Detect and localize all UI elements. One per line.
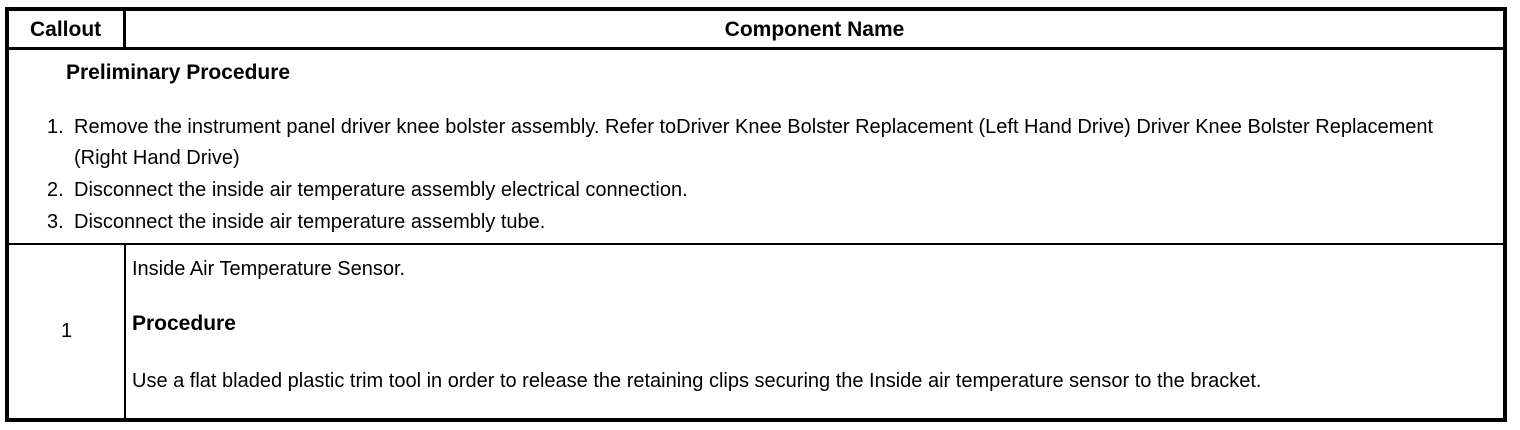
procedure-heading: Procedure [132, 312, 236, 335]
component-name-text: Inside Air Temperature Sensor. [132, 258, 406, 280]
procedure-description-text: Use a flat bladed plastic trim tool in o… [132, 370, 1262, 392]
preliminary-procedure-title: Preliminary Procedure [66, 61, 291, 84]
table-row: 1 Inside Air Temperature Sensor. Procedu… [9, 245, 1503, 418]
preliminary-steps-list: 1. Remove the instrument panel driver kn… [9, 112, 1493, 238]
preliminary-procedure-row: Preliminary Procedure 1. Remove the inst… [9, 50, 1503, 245]
step-number: 2. [47, 179, 64, 201]
list-item: 2. Disconnect the inside air temperature… [9, 175, 1493, 206]
header-callout-label: Callout [30, 17, 102, 41]
callout-component-table: Callout Component Name Preliminary Proce… [5, 7, 1507, 422]
component-description-cell: Inside Air Temperature Sensor. Procedure… [126, 245, 1503, 418]
step-text: Disconnect the inside air temperature as… [74, 211, 546, 233]
list-item: 1. Remove the instrument panel driver kn… [9, 112, 1493, 174]
callout-number: 1 [60, 320, 73, 342]
header-component-name-label: Component Name [724, 17, 905, 41]
list-item: 3. Disconnect the inside air temperature… [9, 207, 1493, 238]
step-number: 1. [47, 116, 64, 138]
step-text: Disconnect the inside air temperature as… [74, 179, 688, 201]
table-header-row: Callout Component Name [9, 11, 1503, 50]
header-cell-component-name: Component Name [126, 11, 1503, 47]
callout-number-cell: 1 [9, 245, 126, 418]
step-text: Remove the instrument panel driver knee … [74, 116, 1434, 169]
step-number: 3. [47, 211, 64, 233]
header-cell-callout: Callout [9, 11, 126, 47]
